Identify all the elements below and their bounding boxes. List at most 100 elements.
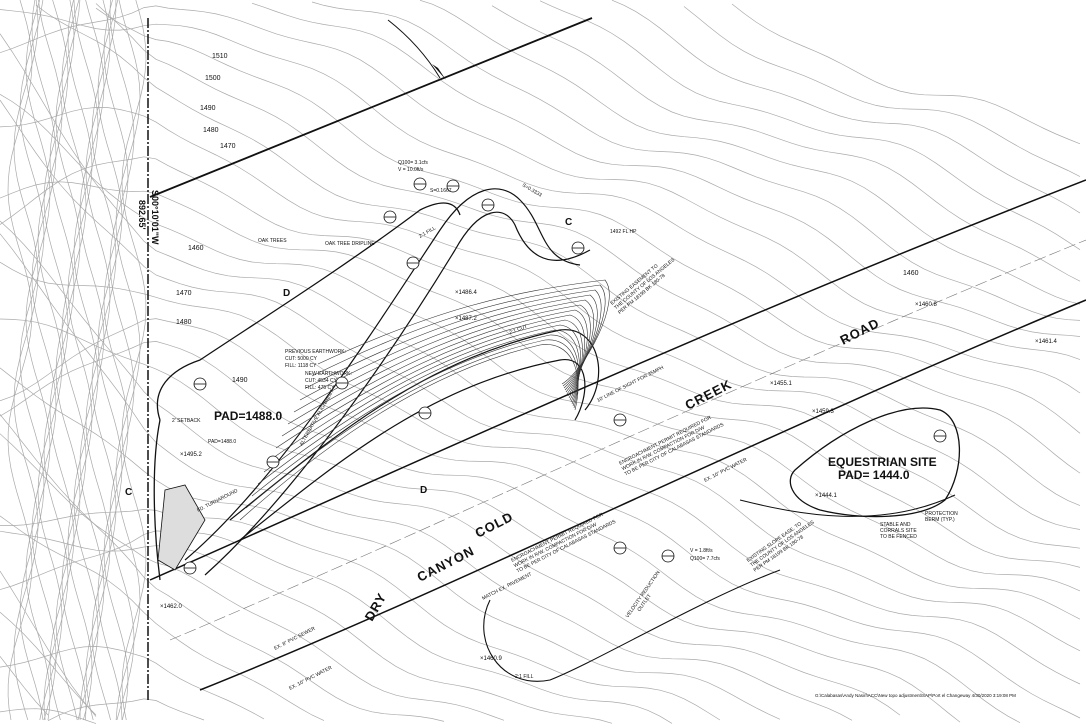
outlet-swale [483,569,781,682]
contour-line [0,318,1081,719]
velocity-label: V = 10.0ft/s [398,167,424,173]
grading-contour [299,294,598,401]
spot-elevation: ×1487.2 [455,316,478,322]
slope-label: S=0.1667 [430,188,452,194]
berm-note: BERM (TYP.) [925,517,955,523]
velocity-note: VELOCITY REDUCTION [625,570,662,619]
water-label: EX. 10" PVC WATER [288,665,333,692]
encroachment-note: TO BE PER CITY OF CALABASAS STANDARDS [624,422,726,478]
contour-line [73,0,99,721]
contour-label: 1460 [903,270,919,277]
water-label: EX. 10" PVC WATER [703,457,748,484]
fill-slope-label: 2:1 FILL [515,674,534,680]
contour-line [115,0,141,721]
new-fill: FILL: 475 CY [305,385,335,391]
road-word: CANYON [415,543,477,585]
sight-line-note: 10' LINE OF SIGHT FOR 35MPH [596,365,665,404]
velocity-label: V = 1.8ft/s [690,548,713,554]
new-earthwork-title: NEW EARTHWORK: [305,371,352,377]
grading-lines [239,279,610,521]
q100-label: Q100= 7.7cfs [690,556,720,562]
contour-line [25,0,51,721]
contour-line [19,0,45,721]
grading-contour [257,329,580,485]
stable-note: STABLE AND [880,522,911,528]
contour-line [0,181,1081,568]
previous-fill: FILL: 1118 CY [285,363,317,369]
contour-line [91,0,117,721]
q100-label: Q100= 3.1cfs [398,160,428,166]
alt-pad-label: PAD=1488.0 [208,439,236,445]
contour-line [0,656,49,716]
previous-cut: CUT: 5000 CY [285,356,318,362]
driveway [184,188,600,576]
annotations: 2' SETBACK OAK TREES OAK TREE DRIPLINE 1… [172,160,958,692]
contour-labels: 1510 1500 1490 1480 1470 1460 1490 1480 … [176,53,919,384]
easement-note: THE COUNTY OF LOS ANGELES [613,257,676,311]
spot-elevation: ×1462.0 [160,604,183,610]
north-property-line [149,17,593,198]
oak-trees-note: OAK TREES [258,238,287,244]
contour-line [311,1,1081,321]
contour-line [251,2,1081,337]
distance-label: 892.65' [137,200,147,230]
setback-note: 2' SETBACK [172,418,201,424]
contour-line [95,3,1081,474]
arrow-icon [432,64,446,80]
stable-note: TO BE FENCED [880,534,917,540]
contour-line [67,0,93,721]
grading-contour [281,309,588,437]
road-word: ROAD [838,315,882,348]
turnaround-note: FD. TURNAROUND [196,488,239,514]
contour-label: 1490 [232,377,248,384]
contour-line [49,0,75,721]
section-d-label: D [420,485,427,496]
contour-line [731,3,1081,145]
grading-contour [251,334,579,497]
grading-contour [269,319,583,461]
turnaround-hatch [157,484,206,571]
road [149,179,1086,691]
contour-line [419,0,1081,305]
contour-label: 1490 [200,105,216,112]
spot-elevation: ×1461.4 [1035,339,1058,345]
contour-line [0,570,97,717]
curve-arc [387,19,441,79]
easement-note: THE COUNTY OF LOS ANGELES [749,519,816,568]
grading-contour [293,299,595,413]
spot-elevation: ×1495.2 [180,452,203,458]
grading-contour [263,324,582,473]
road-word: CREEK [683,376,735,412]
bearing-label: S00°10'01"W [150,190,160,245]
contour-line [31,0,57,721]
protection-berm [739,494,956,517]
road-word: COLD [473,509,516,541]
grading-contour [311,284,606,387]
berm-note: PROTECTION [925,511,958,517]
grading-contour [239,344,579,521]
contour-line [0,530,613,724]
contour-line [0,156,1081,549]
spot-elevations: ×1486.4 ×1487.2 ×1495.2 ×1444.1 ×1460.9 … [160,290,1058,662]
contour-line [491,5,1081,282]
spot-elevation: ×1460.9 [480,656,503,662]
section-c-label: C [565,217,572,228]
contour-line [43,0,69,721]
match-pavement-note: MATCH EX. PAVEMENT [481,571,533,601]
section-d-label: D [283,288,290,299]
contour-line [7,0,33,721]
spot-elevation: ×1460.8 [915,302,938,308]
contour-line [0,515,325,721]
equestrian-pad-outline [789,407,961,518]
grading-contour [245,339,579,509]
detail-markers [183,177,947,575]
stable-note: CORRALS SITE [880,528,917,534]
grading-contour [317,279,610,385]
contour-line [85,0,111,721]
encroachment-note: ENCROACHMENT PERMIT REQUIRED FOR [510,512,604,564]
contour-label: 1500 [205,75,221,82]
contour-line [0,708,97,724]
spot-elevation: ×1459.3 [812,409,835,415]
